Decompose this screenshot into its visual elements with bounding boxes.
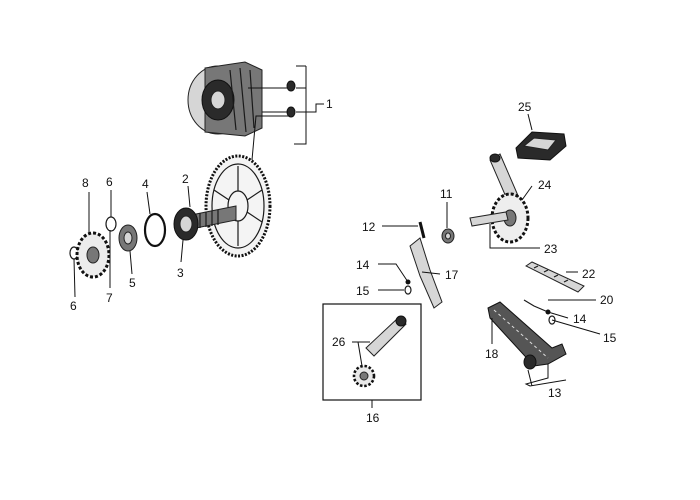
inset-box-16 — [322, 303, 422, 408]
callout-18: 18 — [485, 347, 499, 361]
callout-6-upper: 6 — [106, 175, 113, 189]
bearing-3-part — [173, 207, 199, 241]
left-group-leader-lines — [73, 185, 191, 298]
callout-14-lower: 14 — [573, 312, 587, 326]
callout-17: 17 — [445, 268, 459, 282]
circlip-4-part — [143, 212, 167, 248]
washer-6-upper-part — [105, 216, 117, 232]
bearing-5-part — [118, 224, 138, 252]
large-gear-wheel-part — [204, 115, 290, 258]
clutch-drum-part — [187, 61, 263, 137]
chainring-23-part — [469, 192, 540, 249]
bracket-20-part — [523, 299, 596, 313]
callout-12: 12 — [362, 220, 376, 234]
callout-14-upper: 14 — [356, 258, 370, 272]
pedal-body-25-part — [515, 113, 567, 161]
clutch-drum-bolts — [286, 80, 296, 118]
callout-1: 1 — [326, 97, 333, 111]
callout-20: 20 — [600, 293, 614, 307]
callout-11: 11 — [440, 187, 453, 201]
callout-4: 4 — [142, 177, 149, 191]
lever-17-part — [409, 237, 443, 309]
pedal-arm-26-part — [352, 315, 407, 388]
callout-15-upper: 15 — [356, 284, 370, 298]
callout-6-lower: 6 — [70, 299, 77, 313]
callout-bracket-1 — [248, 65, 324, 145]
callout-22: 22 — [582, 267, 596, 281]
nut-11-part — [441, 202, 455, 244]
sprocket-8-part — [75, 231, 111, 279]
pin-12-part — [382, 221, 426, 239]
callout-2: 2 — [182, 172, 189, 186]
callout-5: 5 — [129, 276, 136, 290]
washer-15-lower-part — [548, 315, 601, 335]
callout-15-lower: 15 — [603, 331, 617, 345]
callout-25: 25 — [518, 100, 532, 114]
spring-14-upper-part — [378, 263, 411, 285]
callout-24: 24 — [538, 178, 552, 192]
callout-8: 8 — [82, 176, 89, 190]
chain-18-part — [487, 301, 567, 367]
small-sprocket-13-part — [523, 354, 567, 387]
callout-3: 3 — [177, 266, 184, 280]
spring-14-lower-part — [545, 309, 569, 319]
callout-26: 26 — [332, 335, 346, 349]
washer-15-upper-part — [378, 285, 412, 295]
callout-13: 13 — [548, 386, 562, 400]
callout-7: 7 — [106, 291, 113, 305]
callout-16: 16 — [366, 411, 380, 425]
callout-23: 23 — [544, 242, 558, 256]
callout-labels: 1 2 3 4 5 6 6 7 8 11 12 13 14 14 15 15 1… — [70, 97, 617, 425]
chain-guide-22-part — [525, 261, 585, 293]
